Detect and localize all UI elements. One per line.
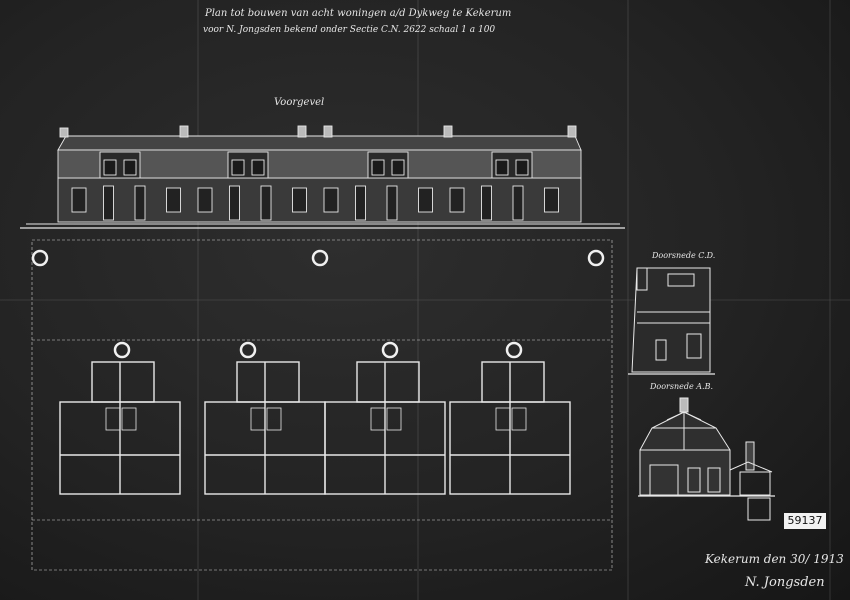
dormer-window: [123, 159, 137, 176]
elevation-window: [449, 187, 465, 213]
rear-annex: [236, 361, 300, 403]
stair: [250, 407, 266, 431]
site-boundary: [31, 239, 613, 571]
stair: [386, 407, 402, 431]
front-elevation: [20, 125, 625, 229]
stair: [266, 407, 282, 431]
rear-annex: [481, 361, 545, 403]
drawing-title-line1: Plan tot bouwen van acht woningen a/d Dy…: [205, 8, 512, 19]
rear-annex: [91, 361, 155, 403]
label-section-cd: Doorsnede C.D.: [652, 251, 716, 260]
drawing-title-line2: voor N. Jongsden bekend onder Sectie C.N…: [203, 25, 496, 35]
survey-marker: [31, 249, 49, 267]
survey-marker: [381, 341, 399, 359]
survey-marker: [311, 249, 329, 267]
elevation-window: [197, 187, 213, 213]
dormer-window: [103, 159, 117, 176]
drawing-date: Kekerum den 30/ 1913: [705, 552, 844, 566]
stair: [121, 407, 137, 431]
dormer-window: [231, 159, 245, 176]
elevation-window: [166, 187, 181, 213]
section-ab: [638, 397, 775, 521]
survey-marker: [113, 341, 131, 359]
elevation-windows-and-doors: [71, 159, 559, 221]
dormer-window: [371, 159, 385, 176]
dormer-window: [251, 159, 265, 176]
dormer-window: [391, 159, 405, 176]
elevation-window: [418, 187, 433, 213]
label-section-ab: Doorsnede A.B.: [650, 382, 714, 391]
archive-stamp: 59137: [784, 513, 826, 529]
dormer-window: [515, 159, 529, 176]
elevation-door: [386, 185, 398, 221]
elevation-window: [323, 187, 339, 213]
stair: [511, 407, 527, 431]
survey-marker: [239, 341, 257, 359]
stair: [495, 407, 511, 431]
rear-annex: [356, 361, 420, 403]
elevation-door: [355, 185, 366, 221]
ground-floor-plan: [59, 361, 571, 495]
elevation-door: [512, 185, 524, 221]
chimneys: [59, 125, 577, 138]
elevation-door: [103, 185, 114, 221]
dormer-window: [495, 159, 509, 176]
survey-marker: [587, 249, 605, 267]
elevation-window: [292, 187, 307, 213]
stair: [370, 407, 386, 431]
survey-markers: [31, 249, 605, 359]
elevation-door: [260, 185, 272, 221]
elevation-door: [134, 185, 146, 221]
elevation-door: [481, 185, 492, 221]
elevation-window: [544, 187, 559, 213]
label-voorgevel: Voorgevel: [274, 97, 325, 108]
elevation-door: [229, 185, 240, 221]
elevation-window: [71, 187, 87, 213]
signature: N. Jongsden: [745, 575, 825, 590]
section-cd: [628, 267, 715, 375]
survey-marker: [505, 341, 523, 359]
stair: [105, 407, 121, 431]
